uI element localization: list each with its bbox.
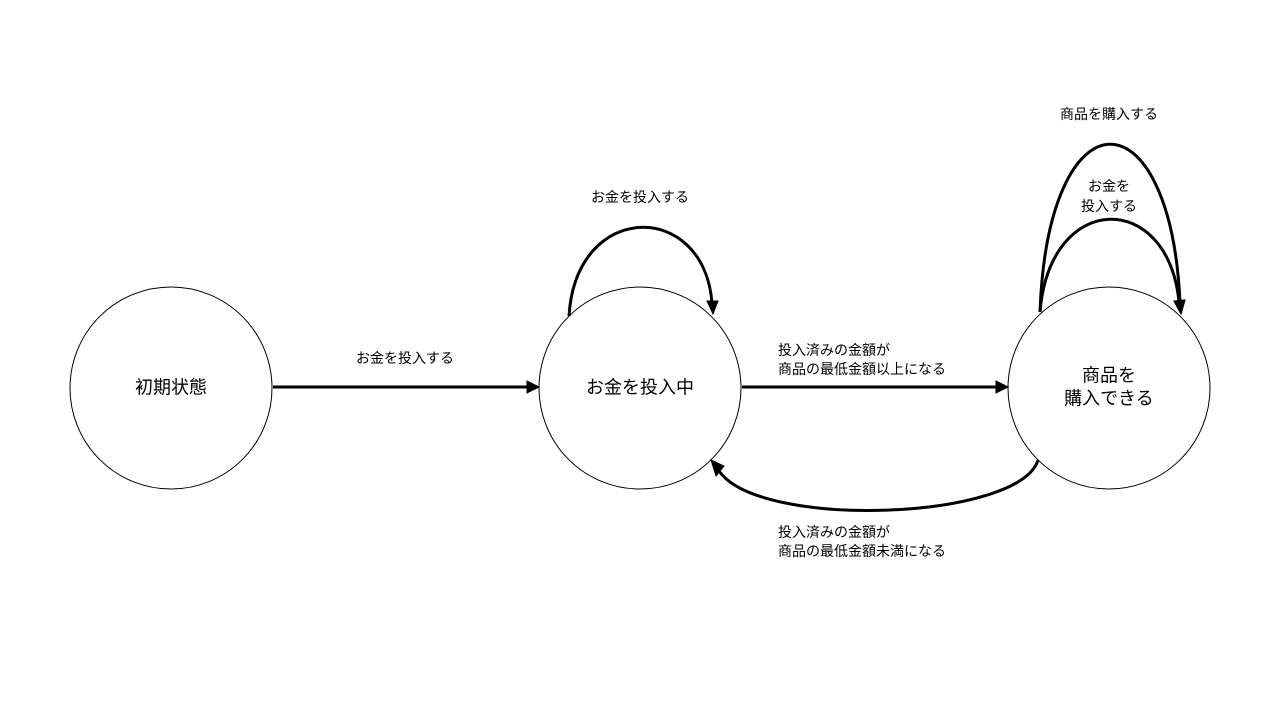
state-inserting: お金を投入中: [538, 286, 742, 490]
transition-purchasable-insert-loop-label-line1: お金を: [1088, 179, 1130, 195]
transition-purchasable-buy-loop-arrowhead: [1173, 299, 1186, 316]
transition-purchasable-insert-loop-line: [1038, 217, 1181, 313]
transition-purchasable-insert-loop-label-line2: 投入する: [1081, 199, 1137, 215]
state-initial-label: 初期状態: [135, 378, 207, 399]
transition-purchasable-to-inserting-arrowhead: [710, 459, 725, 478]
transition-purchasable-buy-loop-line: [1038, 142, 1182, 313]
transition-initial-to-inserting: お金を投入する: [273, 351, 541, 394]
transition-purchasable-insert-loop: お金を 投入する: [1038, 179, 1186, 316]
transition-inserting-self-loop-line: [567, 225, 714, 317]
transition-inserting-to-purchasable-label-line2: 商品の最低金額以上になる: [778, 362, 946, 378]
transition-purchasable-to-inserting: 投入済みの金額が 商品の最低金額未満になる: [710, 459, 1040, 560]
state-purchasable-label-line1: 商品を: [1082, 366, 1136, 387]
transition-purchasable-buy-loop-label: 商品を購入する: [1060, 107, 1158, 123]
state-initial-circle: [69, 286, 273, 490]
state-purchasable: 商品を 購入できる: [1007, 286, 1211, 490]
transition-inserting-self-loop-arrowhead: [706, 300, 719, 316]
transition-inserting-to-purchasable: 投入済みの金額が 商品の最低金額以上になる: [742, 343, 1010, 394]
state-purchasable-circle: [1007, 286, 1211, 490]
state-initial: 初期状態: [69, 286, 273, 490]
state-inserting-label: お金を投入中: [586, 378, 694, 399]
transition-inserting-self-loop-label: お金を投入する: [591, 190, 689, 206]
transition-inserting-to-purchasable-arrowhead: [995, 380, 1010, 394]
transition-initial-to-inserting-arrowhead: [526, 380, 541, 394]
state-inserting-circle: [538, 286, 742, 490]
transition-inserting-self-loop: お金を投入する: [567, 190, 719, 317]
transition-initial-to-inserting-label: お金を投入する: [356, 351, 454, 367]
state-purchasable-label-line2: 購入できる: [1064, 389, 1154, 410]
transition-purchasable-buy-loop: 商品を購入する: [1038, 107, 1186, 316]
transition-purchasable-to-inserting-line: [717, 459, 1040, 512]
transition-inserting-to-purchasable-label-line1: 投入済みの金額が: [778, 343, 890, 359]
transition-purchasable-to-inserting-label-line1: 投入済みの金額が: [778, 525, 890, 541]
transition-purchasable-to-inserting-label-line2: 商品の最低金額未満になる: [778, 544, 946, 560]
